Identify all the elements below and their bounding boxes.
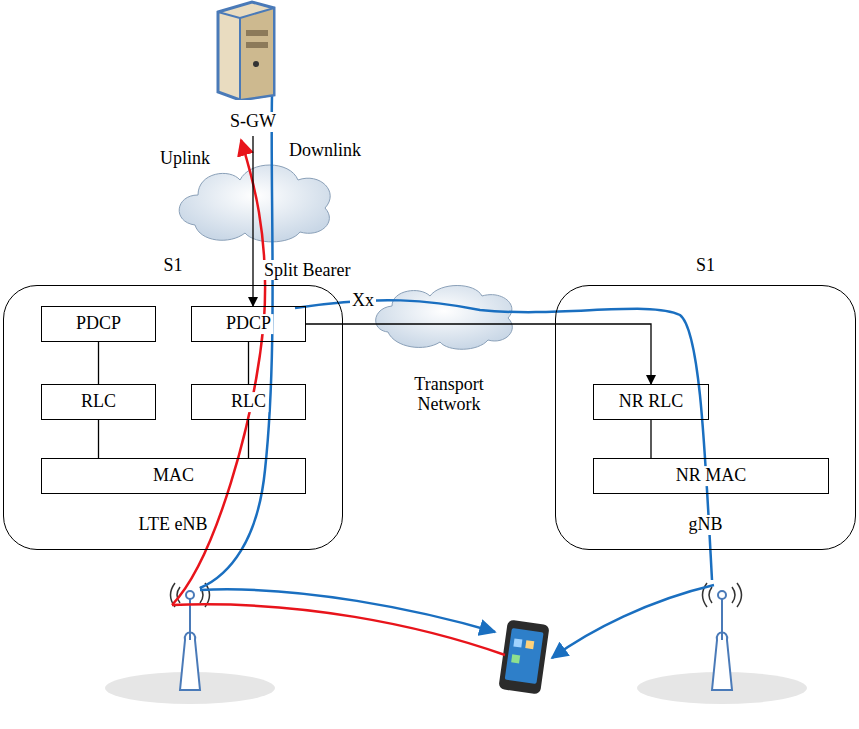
annotation-label: Downlink (287, 140, 363, 160)
downlink-path (295, 300, 712, 580)
uplink-path (172, 140, 265, 605)
node-label: PDCP (224, 314, 273, 334)
protocol-box: NR RLC (593, 384, 709, 420)
interface-label: S1 (161, 256, 184, 276)
connector (248, 342, 249, 384)
phone (498, 619, 549, 694)
protocol-box: RLC (191, 384, 306, 420)
protocol-box: NR MAC (593, 458, 829, 494)
base-station-box: S1gNBNR RLCNR MAC (555, 285, 856, 550)
connector (98, 420, 99, 458)
downlink-path (552, 585, 714, 658)
base-station-box: S1LTE eNBPDCPPDCPRLCRLCMAC (3, 285, 343, 550)
protocol-box: MAC (41, 458, 306, 494)
annotation-label: Transport Network (402, 374, 496, 414)
uplink-path (172, 604, 505, 655)
node-label: MAC (151, 466, 196, 486)
protocol-box: PDCP (41, 306, 156, 342)
protocol-box: PDCP (191, 306, 306, 342)
interface-label: S1 (694, 256, 717, 276)
node-label: PDCP (74, 314, 123, 334)
gateway: S-GW (212, 0, 294, 136)
node-label: NR RLC (617, 392, 686, 412)
cloud (179, 165, 330, 242)
downlink-path (200, 589, 495, 632)
protocol-box: RLC (41, 384, 156, 420)
annotation-label: Split Bearer (262, 260, 352, 280)
base-station (105, 583, 275, 704)
node-title: LTE eNB (137, 515, 210, 535)
connector (98, 342, 99, 384)
node-title: gNB (686, 515, 724, 535)
connector (252, 136, 253, 306)
annotation-label: Xx (350, 290, 376, 310)
cloud (376, 286, 513, 350)
node-label: RLC (229, 392, 268, 412)
node-label: RLC (79, 392, 118, 412)
server-icon (212, 0, 294, 100)
connector (248, 420, 249, 458)
connector (650, 420, 651, 458)
node-label: NR MAC (674, 466, 749, 486)
node-label: S-GW (228, 112, 278, 132)
annotation-label: Uplink (158, 148, 212, 168)
